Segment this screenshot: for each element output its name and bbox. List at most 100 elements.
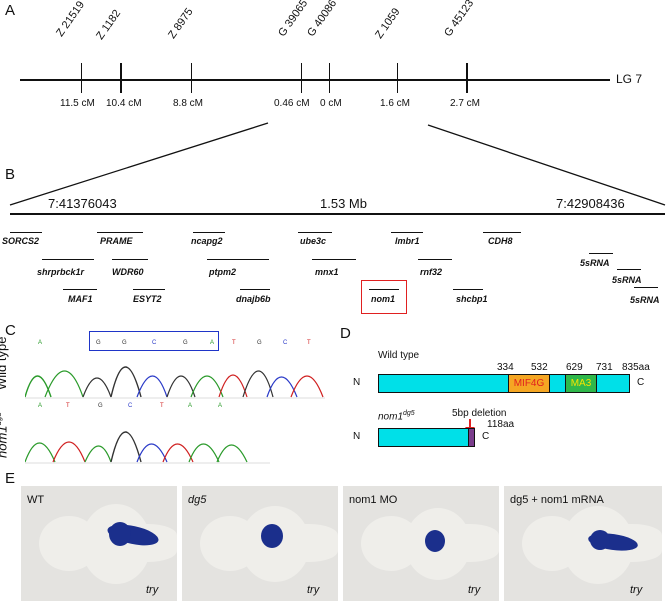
gene-line [133, 289, 165, 290]
mutant-label: nom1dg5 [0, 412, 10, 458]
marker-label: try [146, 584, 159, 596]
gene-line [391, 232, 423, 233]
condition-label: dg5 [188, 494, 207, 506]
base-call: C [152, 340, 157, 346]
deletion-arrow-shaft [469, 419, 471, 429]
panel-label-e: E [5, 470, 16, 487]
nom1-highlight-box [361, 280, 407, 314]
gene-label-nom1: nom1 [371, 294, 396, 304]
marker-tick [397, 63, 398, 93]
distance-label: 2.7 cM [450, 98, 481, 109]
mutant-length-label: 118aa [487, 419, 515, 430]
gene-line [10, 232, 42, 233]
distance-label: 0 cM [320, 98, 342, 109]
distance-label: 0.46 cM [274, 98, 310, 109]
marker-label: try [630, 584, 643, 596]
gene-label: shrprbck1r [37, 267, 85, 277]
base-call: G [257, 340, 262, 346]
deletion-label: 5bp deletion [452, 408, 507, 419]
linkage-group-line [20, 79, 610, 81]
panel-label-b: B [5, 166, 16, 183]
gene-label: ube3c [300, 236, 327, 246]
ma3-domain: MA3 [565, 374, 597, 393]
sequence-highlight-box [89, 331, 219, 351]
condition-label: WT [27, 494, 45, 506]
base-call: A [218, 403, 223, 409]
distance-label: 1.6 cM [380, 98, 411, 109]
gene-line [483, 232, 521, 233]
base-call: C [128, 403, 133, 409]
distance-label: 10.4 cM [106, 98, 142, 109]
region-start: 7:41376043 [48, 196, 117, 211]
gene-line [63, 289, 97, 290]
distance-label: 11.5 cM [60, 98, 95, 109]
mutant-protein-label: nom1dg5 [378, 410, 415, 423]
region-length: 1.53 Mb [320, 196, 367, 211]
embryo-image-nom1-mo: nom1 MO try [343, 486, 499, 601]
position-label: 629 [566, 362, 583, 373]
mutant-protein-bar [378, 428, 469, 447]
wild-type-chromatogram [25, 366, 325, 399]
position-label: 334 [497, 362, 514, 373]
base-call: T [232, 340, 236, 346]
gene-label: shcbp1 [456, 294, 488, 304]
marker-tick [301, 63, 302, 93]
gene-line [42, 259, 94, 260]
base-call: T [160, 403, 164, 409]
c-terminus-label: C [637, 377, 645, 388]
gene-line [453, 289, 483, 290]
base-call: A [188, 403, 193, 409]
panel-label-c: C [5, 322, 16, 339]
trypsin-stain [261, 524, 283, 548]
base-call: A [38, 403, 43, 409]
gene-line [369, 289, 399, 290]
base-call: A [38, 340, 43, 346]
frameshift-segment [468, 428, 475, 447]
gene-line [207, 259, 269, 260]
embryo-image-dg5: dg5 try [182, 486, 338, 601]
embryo-image-wt: WT try [21, 486, 177, 601]
position-label: 731 [596, 362, 613, 373]
wild-type-label: Wild type [0, 336, 9, 390]
gene-line [312, 259, 356, 260]
c-terminus-label: C [482, 431, 490, 442]
marker-tick [191, 63, 192, 93]
marker-label: try [307, 584, 320, 596]
gene-line [617, 269, 641, 270]
wild-type-protein-label: Wild type [378, 350, 420, 361]
gene-line [97, 232, 143, 233]
gene-label: 5sRNA [580, 258, 610, 268]
trypsin-stain [425, 530, 445, 552]
base-call: G [96, 340, 101, 346]
position-label: 835aa [622, 362, 650, 373]
panel-label-d: D [340, 325, 351, 342]
n-terminus-label: N [353, 431, 361, 442]
gene-line [589, 253, 613, 254]
gene-label: ptpm2 [209, 267, 236, 277]
marker-tick [120, 63, 122, 93]
marker-tick [329, 63, 330, 93]
base-call: A [210, 340, 215, 346]
base-call: T [66, 403, 70, 409]
gene-label: PRAME [100, 236, 133, 246]
gene-line [298, 232, 332, 233]
gene-line [193, 232, 225, 233]
base-call: C [283, 340, 288, 346]
condition-label: dg5 + nom1 mRNA [510, 494, 604, 506]
gene-line [418, 259, 452, 260]
mif4g-domain: MIF4G [508, 374, 550, 393]
base-call: G [183, 340, 188, 346]
gene-label: 5sRNA [630, 295, 660, 305]
panel-label-a: A [5, 2, 16, 19]
marker-label: try [468, 584, 481, 596]
mutant-chromatogram [25, 431, 270, 464]
embryo-image-rescue: dg5 + nom1 mRNA try [504, 486, 662, 601]
gene-label: CDH8 [488, 236, 513, 246]
gene-line [240, 289, 270, 290]
base-call: G [98, 403, 103, 409]
region-line [10, 213, 665, 215]
distance-label: 8.8 cM [173, 98, 204, 109]
marker-tick [81, 63, 82, 93]
gene-label: SORCS2 [2, 236, 40, 246]
condition-label: nom1 MO [349, 494, 398, 506]
